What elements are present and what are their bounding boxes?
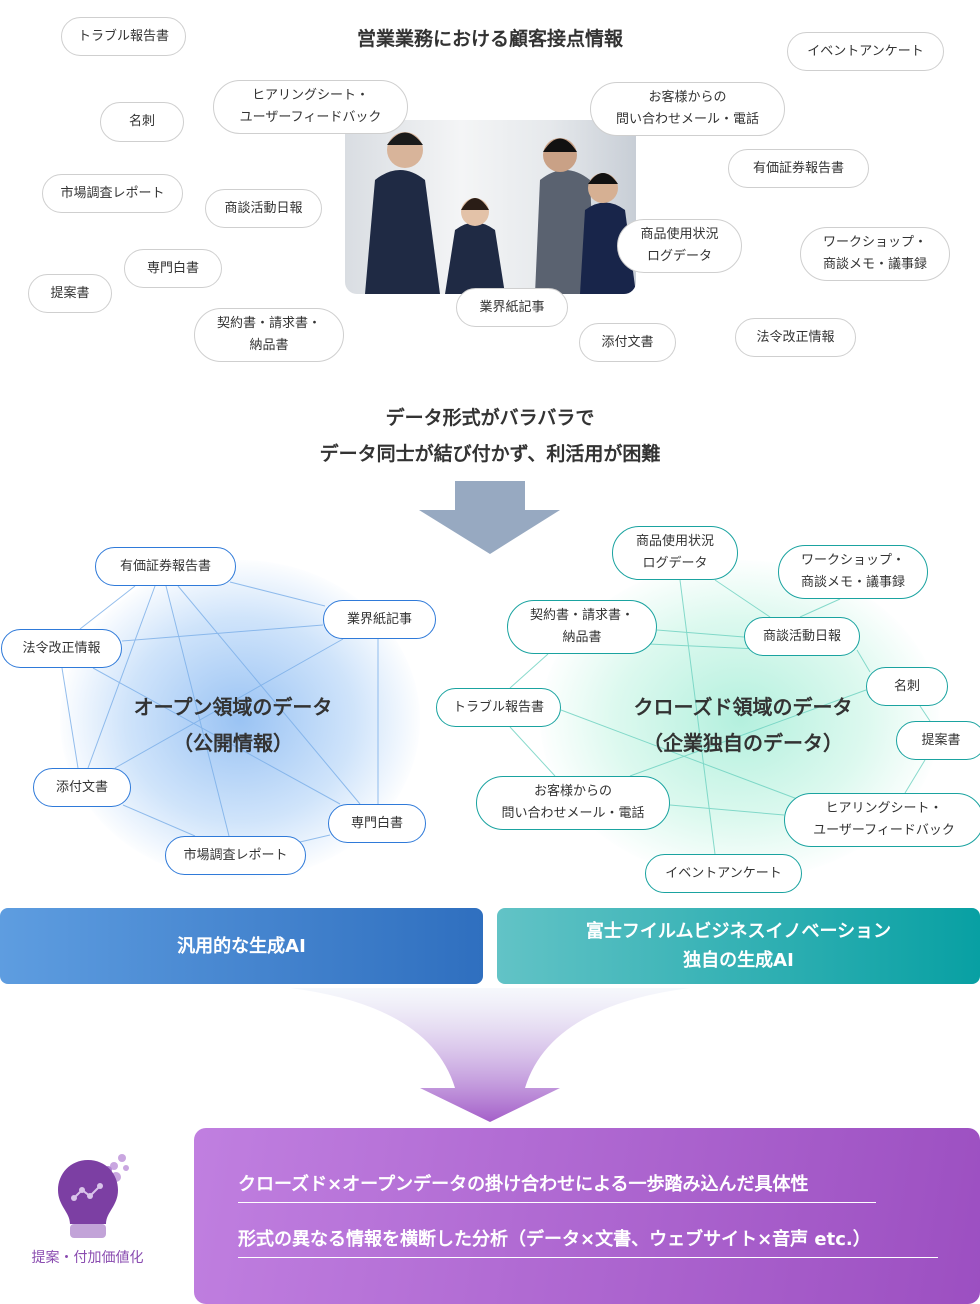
closed-pill-contract: 契約書・請求書・納品書: [507, 600, 657, 654]
pill-proposal: 提案書: [28, 274, 112, 313]
pill-line: ユーザーフィードバック: [813, 823, 955, 838]
value-add-label: 提案・付加価値化: [31, 1250, 144, 1266]
closed-pill-customer-inquiry: お客様からの問い合わせメール・電話: [476, 776, 670, 830]
pill-attachment: 添付文書: [579, 323, 676, 362]
open-pill-market-research: 市場調査レポート: [165, 836, 306, 875]
closed-pill-proposal: 提案書: [896, 721, 980, 760]
pill-business-card: 名刺: [100, 102, 184, 142]
pill-customer-inquiry: お客様からの問い合わせメール・電話: [590, 82, 785, 136]
open-title-line2: （公開情報）: [173, 731, 293, 755]
pill-usage-log: 商品使用状況ログデータ: [617, 219, 742, 273]
own-ai-line2: 独自の生成AI: [683, 950, 794, 971]
pill-line: 商談メモ・議事録: [800, 575, 905, 590]
result-box: クローズド×オープンデータの掛け合わせによる一歩踏み込んだ具体性 形式の異なる情…: [194, 1128, 980, 1304]
pill-contract: 契約書・請求書・納品書: [194, 308, 344, 362]
closed-title-line1: クローズド領域のデータ: [633, 695, 853, 719]
pill-sales-daily-report: 商談活動日報: [205, 189, 322, 228]
closed-pill-workshop: ワークショップ・商談メモ・議事録: [778, 545, 928, 599]
pill-line: ログデータ: [642, 556, 708, 571]
pill-line: 商品使用状況: [640, 227, 719, 242]
pill-line: ログデータ: [646, 249, 712, 264]
pill-event-survey: イベントアンケート: [787, 32, 944, 71]
top-title: 営業業務における顧客接点情報: [356, 28, 623, 50]
closed-pill-trouble-report: トラブル報告書: [436, 688, 561, 727]
open-pill-white-paper: 専門白書: [328, 804, 426, 843]
pill-line: ヒアリングシート・: [251, 88, 369, 103]
closed-pill-usage-log: 商品使用状況ログデータ: [612, 526, 738, 580]
pill-line: 商品使用状況: [635, 534, 714, 549]
network-lines: [61, 579, 931, 855]
pill-line: ワークショップ・: [822, 235, 927, 250]
pill-line: 契約書・請求書・: [529, 608, 634, 623]
pill-line: ワークショップ・: [800, 553, 905, 568]
general-ai-bar: 汎用的な生成AI: [0, 908, 483, 984]
problem-line1: データ形式がバラバラで: [385, 407, 595, 429]
problem-statement: データ形式がバラバラで データ同士が結び付かず、利活用が困難: [190, 400, 790, 472]
open-pill-industry-article: 業界紙記事: [323, 600, 436, 639]
pill-hearing-sheet: ヒアリングシート・ユーザーフィードバック: [213, 80, 408, 134]
pill-line: 契約書・請求書・: [216, 316, 321, 331]
funnel-arrow-icon: [290, 988, 690, 1122]
lightbulb-icon: [58, 1154, 129, 1238]
result-line1: クローズド×オープンデータの掛け合わせによる一歩踏み込んだ具体性: [238, 1170, 876, 1203]
pill-trouble-report: トラブル報告書: [61, 17, 186, 56]
open-pill-law-revision: 法令改正情報: [1, 629, 122, 668]
own-ai-line1: 富士フイルムビジネスイノベーション: [585, 921, 892, 942]
pill-line: 問い合わせメール・電話: [615, 112, 759, 127]
pill-line: 商談メモ・議事録: [822, 257, 927, 272]
pill-market-research: 市場調査レポート: [42, 174, 183, 213]
pill-white-paper: 専門白書: [124, 249, 222, 288]
pill-line: ユーザーフィードバック: [239, 110, 382, 125]
result-line2: 形式の異なる情報を横断した分析（データ×文書、ウェブサイト×音声 etc.）: [238, 1225, 938, 1258]
pill-industry-article: 業界紙記事: [456, 288, 568, 327]
own-ai-bar: 富士フイルムビジネスイノベーション 独自の生成AI: [497, 908, 980, 984]
problem-line2: データ同士が結び付かず、利活用が困難: [319, 443, 661, 465]
open-data-title: オープン領域のデータ （公開情報）: [100, 689, 366, 761]
pill-line: お客様からの: [648, 90, 727, 105]
pill-line: ヒアリングシート・: [825, 801, 943, 816]
closed-pill-event-survey: イベントアンケート: [645, 854, 802, 893]
open-pill-attachment: 添付文書: [33, 768, 131, 807]
closed-title-line2: （企業独自のデータ）: [643, 731, 843, 755]
pill-line: 納品書: [249, 338, 289, 353]
pill-line: お客様からの: [533, 784, 612, 799]
pill-securities-report: 有価証券報告書: [728, 149, 869, 188]
closed-pill-business-card: 名刺: [866, 667, 948, 706]
pill-law-revision: 法令改正情報: [735, 318, 856, 357]
pill-line: 納品書: [562, 630, 602, 645]
closed-pill-hearing-sheet: ヒアリングシート・ユーザーフィードバック: [784, 793, 980, 847]
closed-data-title: クローズド領域のデータ （企業独自のデータ）: [600, 689, 886, 761]
business-meeting-photo: [345, 120, 636, 294]
closed-pill-sales-daily-report: 商談活動日報: [744, 617, 860, 656]
pill-line: 問い合わせメール・電話: [501, 806, 645, 821]
open-pill-securities-report: 有価証券報告書: [95, 547, 236, 586]
pill-workshop: ワークショップ・商談メモ・議事録: [800, 227, 950, 281]
down-arrow-icon: [419, 481, 560, 554]
open-title-line1: オープン領域のデータ: [133, 695, 333, 719]
